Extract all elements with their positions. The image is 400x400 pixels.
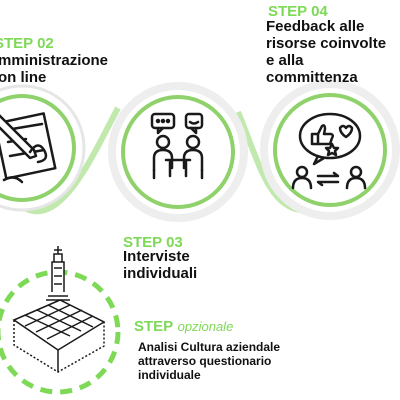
optional-step-word: STEP <box>134 318 174 335</box>
step-03-circle <box>108 82 248 222</box>
optional-step-heading: STEP opzionale <box>134 318 233 336</box>
step-04-title-line-1: Feedback alle <box>266 18 365 35</box>
step-02-title-line-1: mministrazione <box>0 52 109 69</box>
step-02-title-line-2: on line <box>0 69 47 86</box>
step-04-title: Feedback alle risorse coinvolte e alla c… <box>266 18 400 86</box>
chess-king-icon <box>12 246 106 373</box>
step-03-title: Interviste individuali <box>123 248 197 282</box>
optional-desc-line-1: Analisi Cultura aziendale <box>138 340 281 354</box>
interview-icon <box>150 112 204 180</box>
feedback-icon <box>291 112 367 190</box>
optional-step-qualifier: opzionale <box>177 319 234 334</box>
step-02-label: STEP 02 <box>0 35 54 52</box>
step-04-label: STEP 04 <box>268 3 328 20</box>
optional-desc-line-3: individuale <box>138 368 201 382</box>
step-04-circle <box>260 80 400 220</box>
step-03-label: STEP 03 <box>123 234 183 251</box>
step-03-title-line-2: individuali <box>123 265 198 282</box>
step-02-title: mministrazione on line <box>0 52 108 86</box>
step-03-title-line-1: Interviste <box>123 248 190 265</box>
step-04-title-line-2: risorse coinvolte <box>266 35 387 52</box>
connector-arc-left <box>18 106 121 215</box>
optional-step-description: Analisi Cultura aziendale attraverso que… <box>138 340 280 382</box>
step-04-title-line-4: committenza <box>266 69 358 86</box>
optional-desc-line-2: attraverso questionario <box>138 354 272 368</box>
step-04-title-line-3: e alla <box>266 52 304 69</box>
survey-pencil-icon <box>0 112 57 184</box>
